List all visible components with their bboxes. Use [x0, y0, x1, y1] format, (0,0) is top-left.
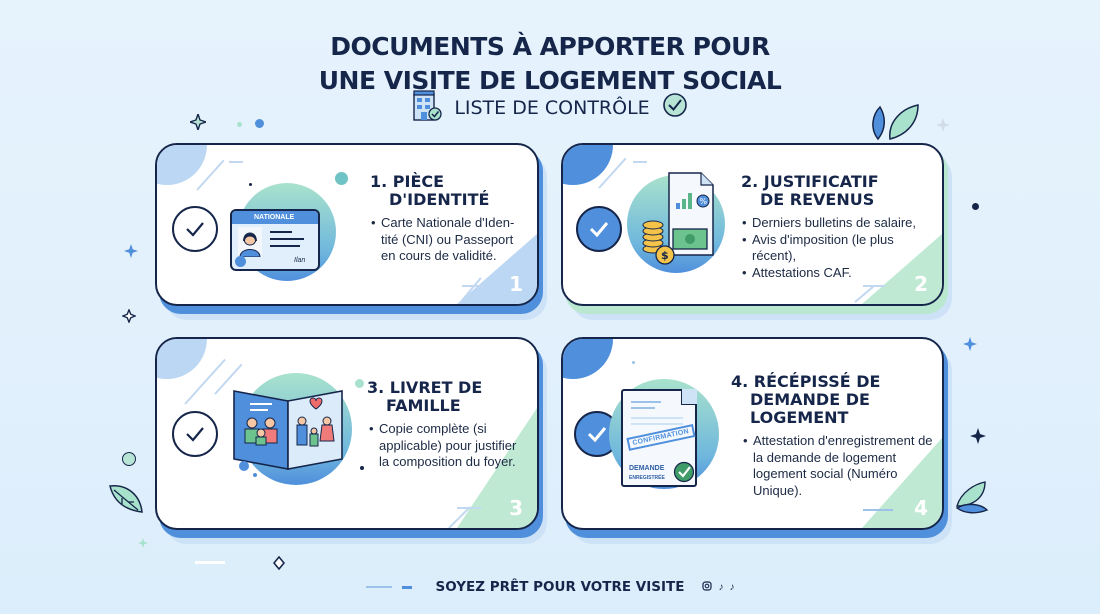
footer-text: SOYEZ PRÊT POUR VOTRE VISITE — [435, 579, 685, 595]
sparkle-icon — [124, 244, 138, 263]
decor-dot — [972, 203, 979, 210]
building-check-icon — [412, 88, 442, 127]
social-icons: ♪ ♪ — [702, 580, 735, 594]
doc-label-2: ENREGISTRÉE — [629, 475, 665, 481]
bullet-item: Copie complète (si applicable) pour just… — [369, 421, 519, 471]
card-number: 3 — [509, 496, 523, 520]
check-circle-icon — [662, 92, 688, 123]
bullet-list: Derniers bulletins de salaire, Avis d'im… — [742, 215, 932, 281]
decor-dot — [237, 122, 242, 127]
footer: SOYEZ PRÊT POUR VOTRE VISITE ♪ ♪ — [0, 579, 1100, 595]
id-card-illustration: NATIONALE Ilan — [230, 183, 336, 281]
check-circle-icon — [673, 461, 695, 483]
instagram-icon[interactable] — [702, 580, 713, 594]
checkmark-icon — [589, 222, 609, 238]
card-title: 2. JUSTIFICATIF DE REVENUS — [741, 172, 879, 209]
subtitle: LISTE DE CONTRÔLE — [0, 88, 1100, 127]
family-booklet-illustration — [233, 373, 352, 485]
sparkle-icon — [120, 307, 138, 328]
sparkle-icon — [936, 118, 950, 137]
checklist-card-4: 4 CONFIRMATION DEMANDE ENREGISTRÉE 4. RÉ… — [561, 337, 952, 544]
bullet-item: Derniers bulletins de salaire, — [742, 215, 932, 232]
checkmark-icon — [186, 427, 204, 442]
tiktok-icon[interactable]: ♪ — [729, 581, 735, 593]
confirmation-illustration: CONFIRMATION DEMANDE ENREGISTRÉE — [609, 379, 719, 489]
checklist-card-2: 2 % $ 2. JUSTIFICATIF DE REVENUS Derni — [561, 143, 952, 320]
doc-label-1: DEMANDE — [629, 465, 665, 472]
card-number: 4 — [914, 496, 928, 520]
checkbox-filled[interactable] — [576, 206, 622, 252]
title-line-1: DOCUMENTS À APPORTER POUR — [330, 32, 770, 61]
leaf-icon — [868, 101, 920, 146]
page-title: DOCUMENTS À APPORTER POUR UNE VISITE DE … — [0, 30, 1100, 98]
sparkle-icon — [970, 428, 986, 449]
sparkle-icon — [187, 111, 209, 135]
income-illustration: % $ — [627, 172, 725, 273]
bullet-item: Attestation d'enregistrement de la deman… — [743, 433, 933, 499]
bullet-item: Carte Nationale d'Iden-tité (CNI) ou Pas… — [371, 215, 531, 265]
bullet-item: Avis d'imposition (le plus récent), — [742, 232, 902, 265]
checkmark-icon — [587, 427, 607, 443]
footer-line — [401, 585, 412, 589]
checklist-card-1: 1 NATIONALE Ilan 1. PIÈCE D'IDENTITÉ Car… — [155, 143, 547, 320]
subtitle-text: LISTE DE CONTRÔLE — [454, 96, 650, 119]
svg-text:$: $ — [661, 249, 669, 262]
svg-text:%: % — [700, 197, 708, 206]
sparkle-icon — [138, 535, 148, 553]
id-card-label: NATIONALE — [232, 211, 318, 224]
tiktok-icon[interactable]: ♪ — [718, 581, 724, 593]
decor-circle — [122, 452, 136, 466]
bullet-list: Copie complète (si applicable) pour just… — [369, 421, 519, 471]
decor-line — [195, 561, 225, 564]
bullet-item: Attestations CAF. — [742, 265, 932, 282]
card-title: 3. LIVRET DE FAMILLE — [367, 378, 483, 415]
leaf-icon — [108, 480, 144, 521]
card-title: 1. PIÈCE D'IDENTITÉ — [370, 172, 490, 209]
confirmation-stamp: CONFIRMATION — [626, 424, 696, 451]
checkmark-icon — [186, 222, 204, 237]
decor-dot — [255, 119, 264, 128]
card-number: 1 — [509, 272, 523, 296]
sparkle-icon — [272, 555, 286, 575]
leaf-icon — [955, 480, 991, 521]
title-line-2: UNE VISITE DE LOGEMENT SOCIAL — [318, 66, 782, 95]
bullet-list: Carte Nationale d'Iden-tité (CNI) ou Pas… — [371, 215, 531, 265]
checkbox-outline[interactable] — [172, 411, 218, 457]
sparkle-icon — [963, 337, 977, 356]
card-title: 4. RÉCÉPISSÉ DE DEMANDE DE LOGEMENT — [731, 372, 881, 427]
footer-line — [365, 586, 392, 588]
checklist-card-3: 3 3. LIVRET DE FAMILLE — [155, 337, 547, 544]
checkbox-outline[interactable] — [172, 206, 218, 252]
bullet-list: Attestation d'enregistrement de la deman… — [743, 433, 933, 499]
